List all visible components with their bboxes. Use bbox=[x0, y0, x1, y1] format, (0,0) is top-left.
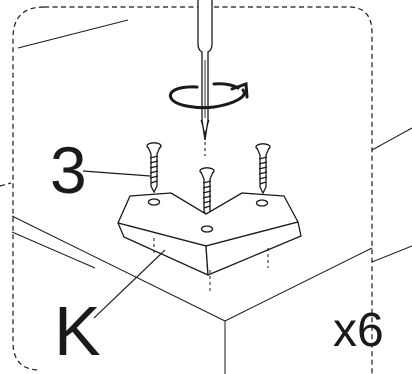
cabinet-outline bbox=[11, 19, 412, 374]
quantity-label: x6 bbox=[333, 304, 384, 357]
screw-icon bbox=[146, 142, 271, 219]
rotate-clockwise-icon bbox=[168, 81, 249, 110]
screwdriver-icon bbox=[197, 0, 213, 141]
bracket-guide-lines bbox=[153, 238, 269, 292]
part-label: K bbox=[54, 292, 101, 370]
screw-left bbox=[146, 142, 162, 194]
screw-right bbox=[255, 143, 271, 195]
bracket-right-face bbox=[205, 221, 302, 276]
corner-bracket bbox=[117, 192, 302, 276]
step-number: 3 bbox=[50, 133, 87, 207]
detail-frame-left-stub bbox=[0, 182, 12, 187]
step-leader-line bbox=[82, 170, 151, 177]
part-leader-line bbox=[93, 249, 166, 319]
screw-middle bbox=[199, 167, 215, 219]
detail-frame bbox=[12, 6, 373, 374]
